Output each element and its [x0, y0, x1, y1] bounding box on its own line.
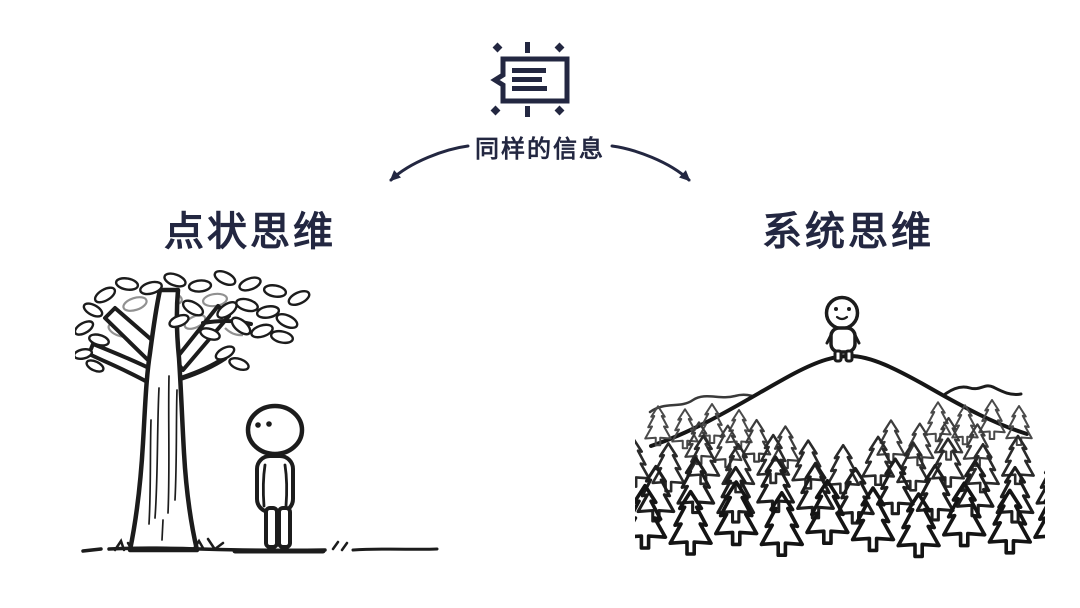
person-eye-left [255, 422, 261, 428]
trunk-bark-lines [148, 375, 178, 541]
distant-ridge-right [936, 384, 1023, 402]
single-tree-scene [75, 269, 439, 554]
note-text-lines [512, 68, 547, 91]
observer-person [245, 403, 305, 549]
person-leg-left [833, 349, 843, 363]
right-panel-title: 系统思维 [762, 210, 934, 254]
person-head [245, 403, 305, 457]
person-eye-left [834, 307, 838, 311]
distant-ridge-left [648, 393, 762, 414]
grass-tufts [113, 537, 225, 552]
same-information-note-icon [490, 42, 570, 117]
person-head [824, 295, 860, 331]
same-information-label: 同样的信息 [475, 136, 605, 163]
tree-trunk [127, 287, 200, 553]
left-panel-title: 点状思维 [164, 210, 336, 254]
person-leg-right [844, 349, 854, 363]
tree-leaves [75, 269, 311, 373]
split-arrows [389, 144, 691, 182]
person-smile [835, 315, 849, 321]
person-leg-right [277, 506, 292, 549]
hilltop-person [824, 295, 861, 363]
person-leg-left [264, 506, 279, 549]
curved-arrow-to-right [610, 144, 691, 182]
person-body [829, 326, 857, 354]
ground-line [81, 540, 439, 554]
person-eye-right [266, 421, 272, 427]
curved-arrow-to-left [389, 144, 470, 182]
person-arms [825, 333, 861, 345]
person-eye-right [847, 307, 851, 311]
person-arms [261, 463, 289, 508]
hilltop-forest-scene [635, 295, 1045, 572]
